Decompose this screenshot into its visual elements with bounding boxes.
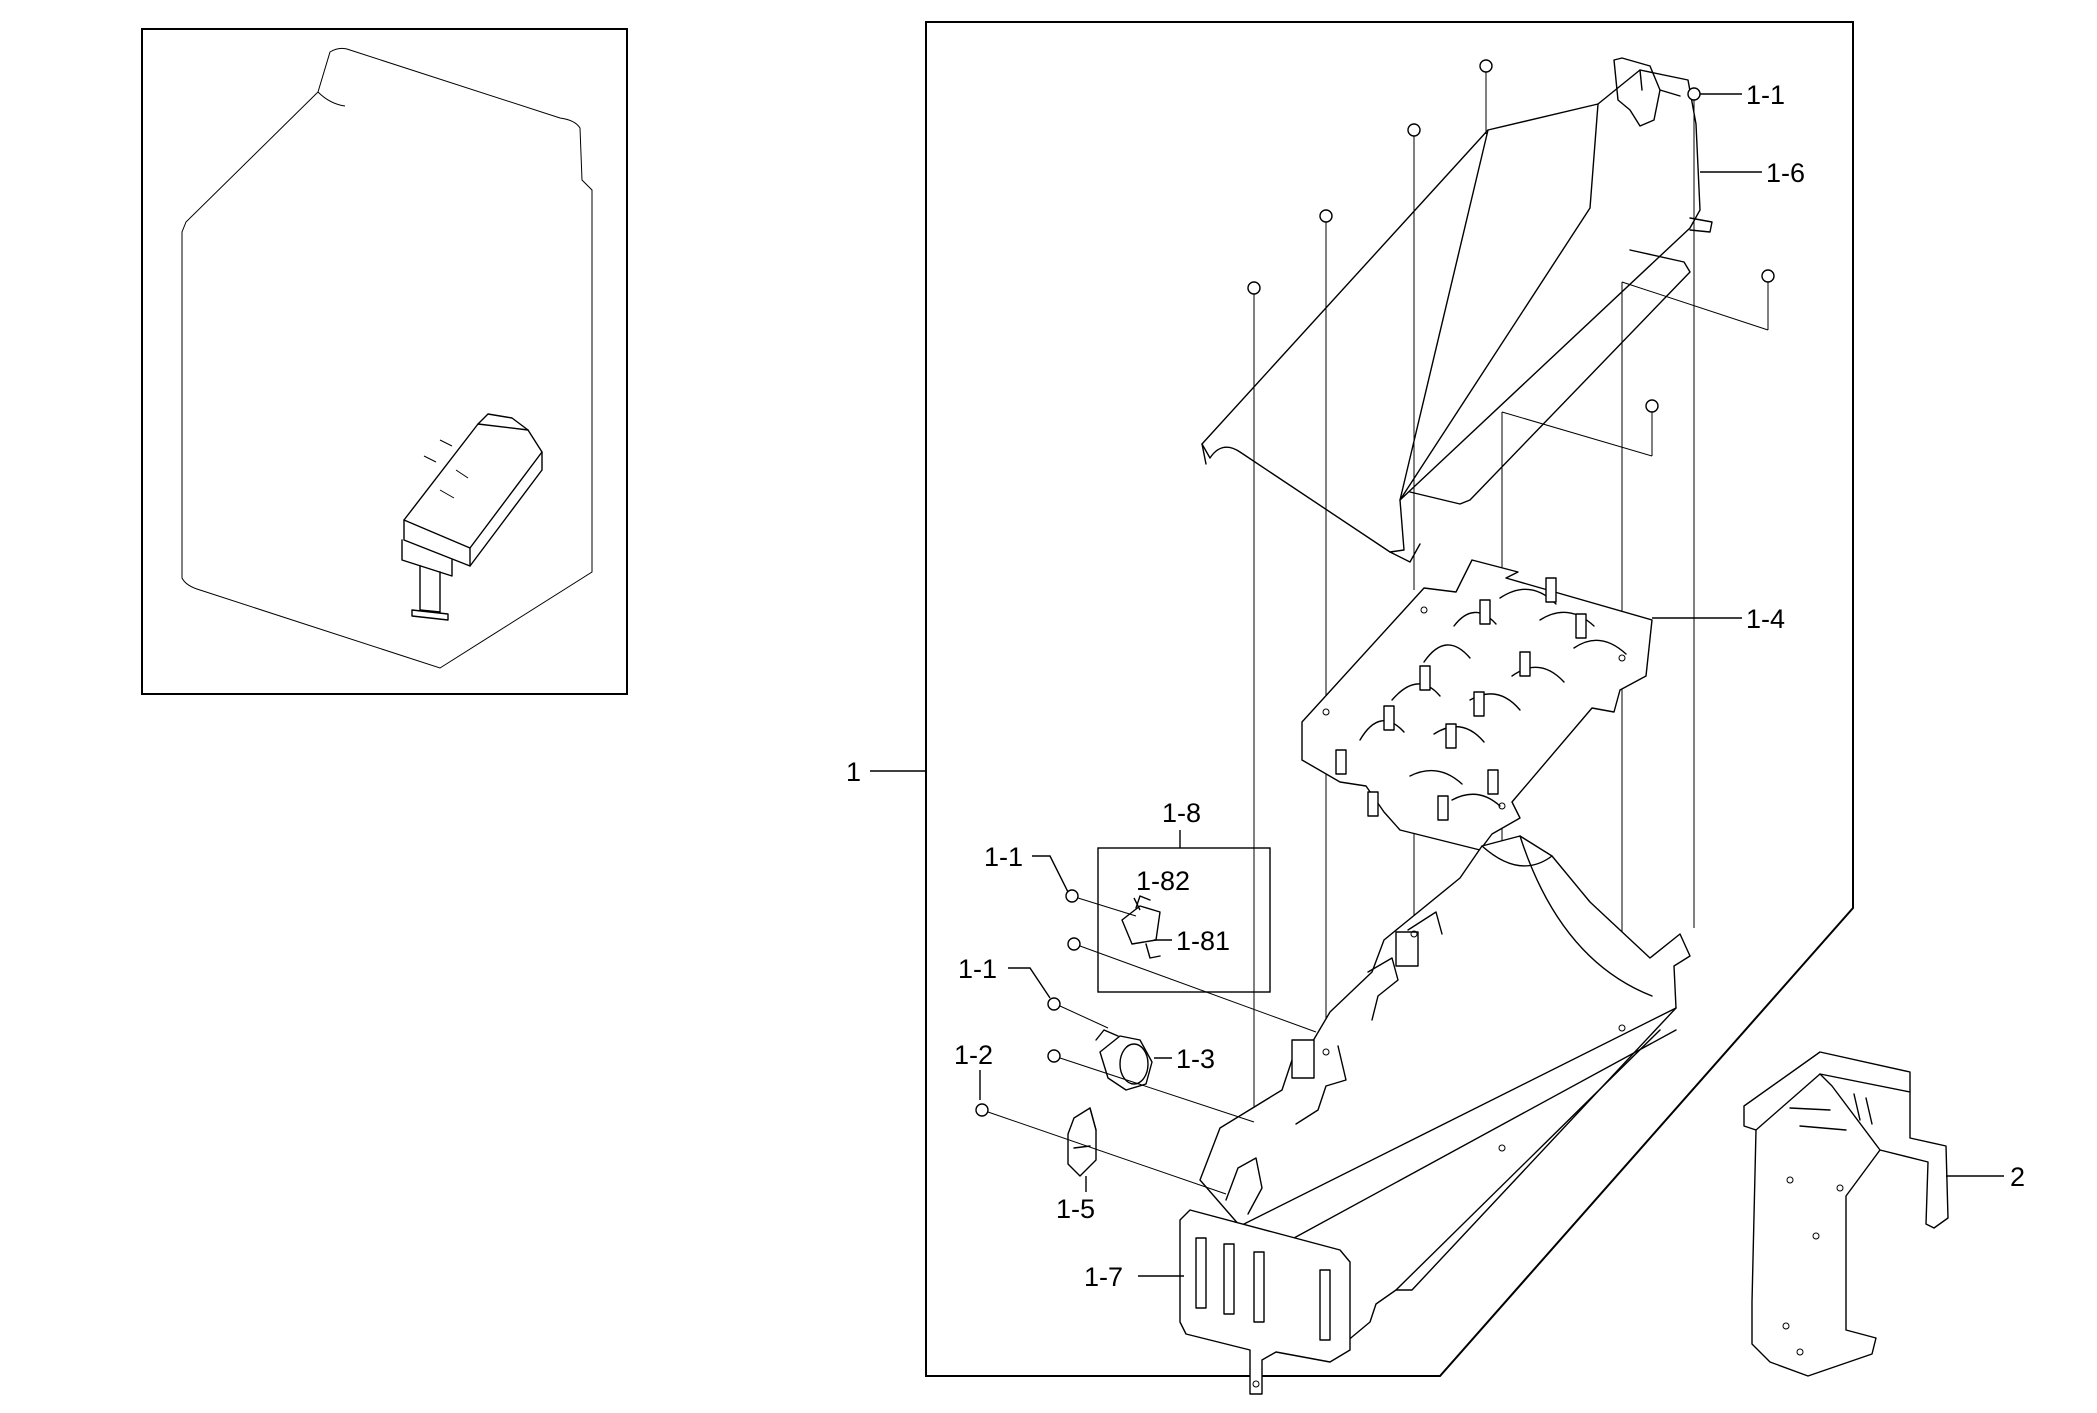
thermal-fuse bbox=[1095, 1029, 1153, 1091]
callout-1-1-top: 1-1 bbox=[1746, 80, 1785, 110]
callout-1-8: 1-8 bbox=[1162, 798, 1201, 828]
inset-frame bbox=[141, 28, 628, 695]
coil-terminal-4 bbox=[1479, 599, 1491, 625]
callout-1-5: 1-5 bbox=[1056, 1194, 1095, 1224]
coil-terminal-7 bbox=[1519, 651, 1531, 677]
coil-terminal-10 bbox=[1367, 791, 1379, 817]
heater-cover bbox=[1201, 57, 1713, 563]
screw-top-1 bbox=[1479, 59, 1493, 86]
callout-1-7: 1-7 bbox=[1084, 1262, 1123, 1292]
heater-coil-plate bbox=[1301, 559, 1653, 851]
coil-terminal-3 bbox=[1419, 665, 1431, 691]
coil-terminal-12 bbox=[1487, 769, 1499, 795]
screw-top-5 bbox=[1687, 87, 1701, 114]
leader-lines bbox=[870, 93, 2004, 1277]
thermostat-1-82 bbox=[1121, 895, 1161, 959]
callout-1-1-fuse: 1-1 bbox=[958, 954, 997, 984]
callout-1-2: 1-2 bbox=[954, 1040, 993, 1070]
callout-1-3: 1-3 bbox=[1176, 1044, 1215, 1074]
inset-view bbox=[141, 28, 628, 695]
main-view-frame bbox=[925, 21, 1854, 1377]
screw-top-2 bbox=[1407, 123, 1421, 150]
screw-1-2 bbox=[975, 1103, 1227, 1195]
coil-terminal-1 bbox=[1335, 749, 1347, 775]
callout-1-6: 1-6 bbox=[1766, 158, 1805, 188]
callout-1: 1 bbox=[846, 757, 861, 787]
callout-1-81: 1-81 bbox=[1176, 926, 1230, 956]
screw-fuse-lower bbox=[1047, 1049, 1255, 1123]
screw-top-3 bbox=[1319, 209, 1333, 236]
heater-housing bbox=[1199, 835, 1691, 1343]
callout-1-82: 1-82 bbox=[1136, 866, 1190, 896]
screw-1-1-thermostat bbox=[1065, 889, 1137, 917]
thermostat-kit-box bbox=[1097, 830, 1271, 993]
coil-terminal-11 bbox=[1437, 795, 1449, 821]
screw-top-7 bbox=[1645, 399, 1659, 426]
callout-labels: 1 1-1 1-6 1-4 1-8 1-1 1-82 1-81 1-1 1-3 … bbox=[846, 80, 2025, 1292]
screw-1-1-fuse bbox=[1047, 997, 1109, 1029]
inset-heater-assembly bbox=[401, 413, 543, 621]
coil-terminal-2 bbox=[1383, 705, 1395, 731]
screw-top-6 bbox=[1761, 269, 1775, 296]
main-view: 1 1-1 1-6 1-4 1-8 1-1 1-82 1-81 1-1 1-3 … bbox=[846, 21, 2025, 1395]
coil-terminal-8 bbox=[1473, 691, 1485, 717]
callout-1-1-thermostat: 1-1 bbox=[984, 842, 1023, 872]
coil-terminal-9 bbox=[1445, 723, 1457, 749]
screw-thermostat-lower bbox=[1067, 937, 1317, 1033]
front-bracket bbox=[1179, 1157, 1351, 1395]
mounting-bracket bbox=[1743, 1051, 1949, 1377]
terminal-block bbox=[1067, 1107, 1097, 1192]
coil-terminal-5 bbox=[1545, 577, 1557, 603]
callout-2: 2 bbox=[2010, 1162, 2025, 1192]
callout-1-4: 1-4 bbox=[1746, 604, 1785, 634]
dryer-cabinet-outline bbox=[181, 47, 593, 669]
coil-terminal-6 bbox=[1575, 613, 1587, 639]
screw-top-4 bbox=[1247, 281, 1261, 308]
